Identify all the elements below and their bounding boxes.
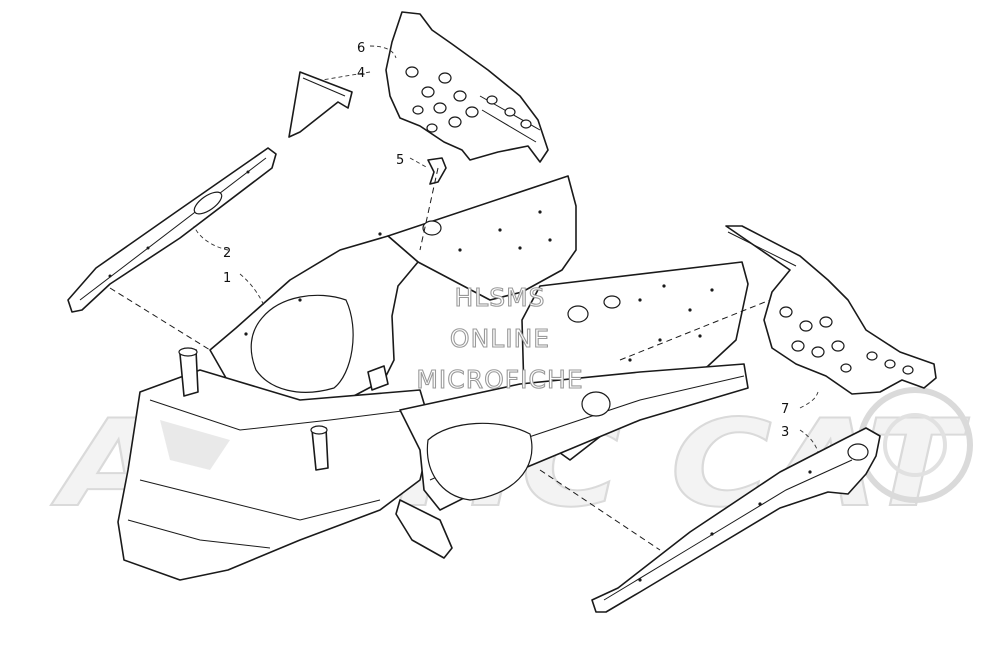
part-7-footrest: [725, 225, 937, 395]
watermark-line-2: ONLINE: [450, 324, 550, 353]
watermark-text: HLSMS ONLINE MICROFICHE: [416, 282, 583, 394]
callout-5: 5: [396, 153, 404, 168]
part-4-shield: [288, 71, 353, 138]
callouts: 6 4 5 2 1 7 3: [223, 41, 789, 440]
callout-2: 2: [223, 246, 231, 261]
part-1-frame: [117, 175, 749, 581]
leader-lines: [109, 45, 819, 551]
callout-7: 7: [781, 402, 789, 417]
callout-6: 6: [357, 41, 365, 56]
callout-1: 1: [223, 271, 231, 286]
callout-4: 4: [357, 66, 365, 81]
callout-3: 3: [781, 425, 789, 440]
part-3-rail: [591, 427, 881, 613]
watermark-line-1: HLSMS: [454, 283, 545, 312]
watermark-line-3: MICROFICHE: [416, 365, 583, 394]
part-2-rail: [67, 147, 277, 313]
part-6-plate: [385, 11, 549, 163]
